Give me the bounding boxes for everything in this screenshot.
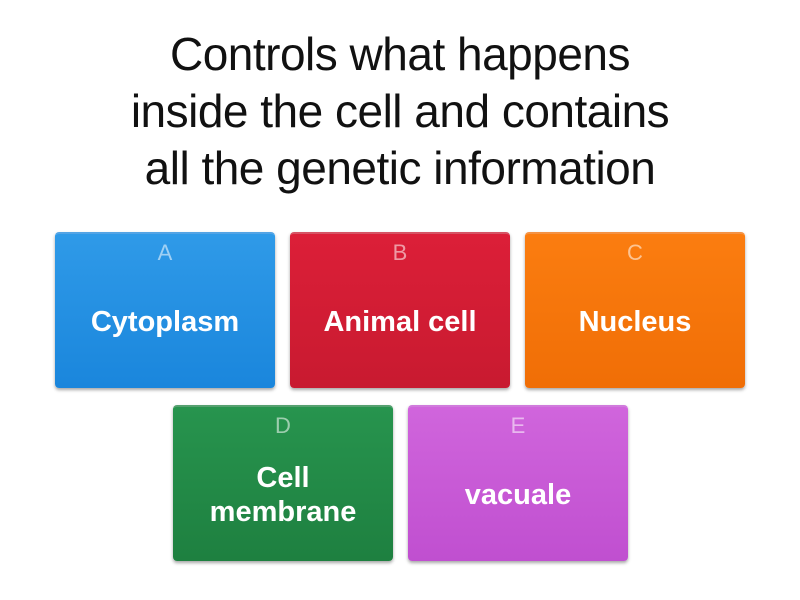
option-letter: A: [157, 240, 173, 265]
option-label-line-1: Cell: [256, 462, 310, 494]
option-label-line-2: membrane: [209, 496, 357, 528]
answer-option-b[interactable]: B Animal cell: [290, 232, 510, 388]
option-label: Cytoplasm: [90, 306, 240, 338]
option-label: Nucleus: [578, 306, 692, 338]
option-letter: E: [510, 413, 526, 438]
option-letter: D: [275, 413, 291, 438]
option-letter: B: [392, 240, 408, 265]
option-label: vacuale: [464, 479, 572, 511]
option-letter: C: [627, 240, 643, 265]
answer-option-c[interactable]: C Nucleus: [525, 232, 745, 388]
question-line-1: Controls what happens: [169, 28, 631, 80]
option-label: Animal cell: [323, 306, 477, 338]
option-label: Cell membrane: [179, 439, 387, 551]
answer-option-d[interactable]: D Cell membrane: [173, 405, 393, 561]
answer-option-e[interactable]: E vacuale: [408, 405, 628, 561]
answer-option-a[interactable]: A Cytoplasm: [55, 232, 275, 388]
question-line-3: all the genetic information: [144, 142, 656, 194]
question-line-2: inside the cell and contains: [130, 85, 670, 137]
question-text: Controls what happens inside the cell an…: [20, 26, 780, 197]
